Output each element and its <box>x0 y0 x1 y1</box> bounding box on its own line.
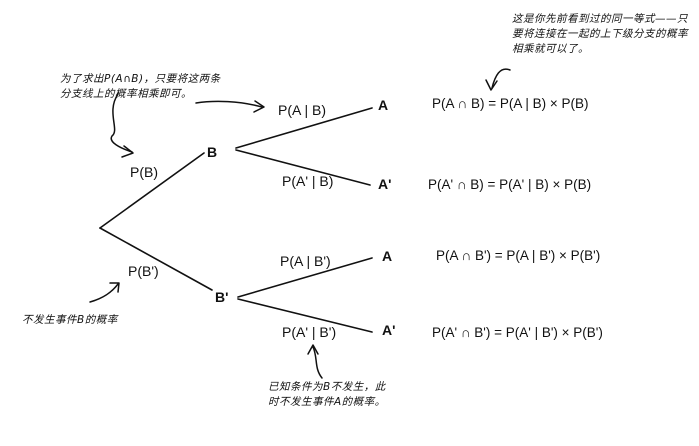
branch-root-b-prime <box>99 227 213 291</box>
edge-label-p-b-prime: P(B') <box>128 263 159 279</box>
note-same-equation: 这是你先前看到过的同一等式——只要将连接在一起的上下级分支的概率相乘就可以了。 <box>512 13 688 56</box>
edge-label-p-a-prime-given-b: P(A' | B) <box>282 173 334 189</box>
note-multiply-branches: 为了求出P(A∩B)，只要将这两条分支线上的概率相乘即可。 <box>60 73 221 101</box>
arrow-note-to-pab-prime <box>312 346 323 379</box>
arrow-note-to-pb-prime <box>89 283 119 303</box>
edge-label-p-a-given-b-prime: P(A | B') <box>280 253 331 269</box>
formula-a-prime-and-b-prime: P(A' ∩ B') = P(A' | B') × P(B') <box>432 325 603 340</box>
arrow-note-to-pab <box>195 100 263 108</box>
arrow-note-to-pb <box>110 93 133 153</box>
formula-a-prime-and-b: P(A' ∩ B) = P(A' | B) × P(B) <box>428 177 592 192</box>
branch-root-b <box>99 152 205 229</box>
branch-b-a <box>235 107 373 149</box>
formula-a-and-b-prime: P(A ∩ B') = P(A | B') × P(B') <box>436 248 601 263</box>
edge-label-p-b: P(B) <box>130 164 158 180</box>
branch-b-a-prime <box>235 149 371 186</box>
node-a-1: A <box>378 97 389 113</box>
note-b-not-occur: 不发生事件B的概率 <box>22 314 118 326</box>
note-a-not-occur-given-b-prime: 已知条件为B不发生，此时不发生事件A的概率。 <box>268 381 386 409</box>
formula-a-and-b: P(A ∩ B) = P(A | B) × P(B) <box>432 96 589 111</box>
node-b-prime: B' <box>215 289 229 305</box>
edge-label-p-a-prime-given-b-prime: P(A' | B') <box>282 324 337 340</box>
branch-b-prime-a-prime <box>237 298 373 333</box>
node-a-2: A <box>382 248 393 264</box>
node-b: B <box>207 144 218 160</box>
node-a-prime-1: A' <box>378 176 392 192</box>
edge-label-p-a-given-b: P(A | B) <box>278 102 326 118</box>
arrow-note-to-formula <box>491 68 511 89</box>
branch-b-prime-a <box>237 257 373 298</box>
node-a-prime-2: A' <box>382 322 396 338</box>
